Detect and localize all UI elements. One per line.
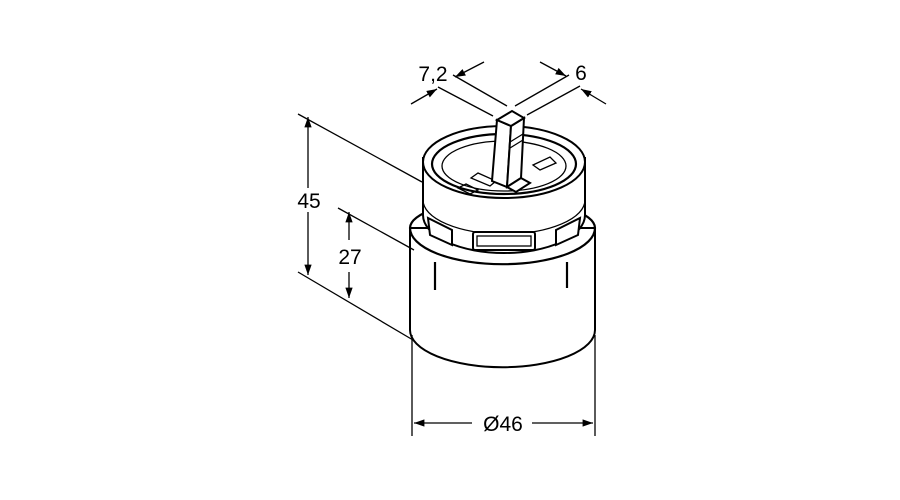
dimension-6: 6: [514, 61, 607, 116]
dimension-45: 45: [297, 113, 423, 341]
cartridge-stem: [490, 109, 532, 194]
dimension-45-label: 45: [297, 190, 320, 213]
dimension-6-label: 6: [575, 62, 587, 85]
dimension-27-label: 27: [338, 246, 361, 269]
dimension-27: 27: [337, 207, 415, 298]
dimension-7-2: 7,2: [410, 61, 508, 117]
dimension-7-2-label: 7,2: [418, 63, 447, 86]
dimension-diameter-label: Ø46: [483, 413, 523, 436]
dimension-diameter-46: Ø46: [411, 335, 596, 436]
